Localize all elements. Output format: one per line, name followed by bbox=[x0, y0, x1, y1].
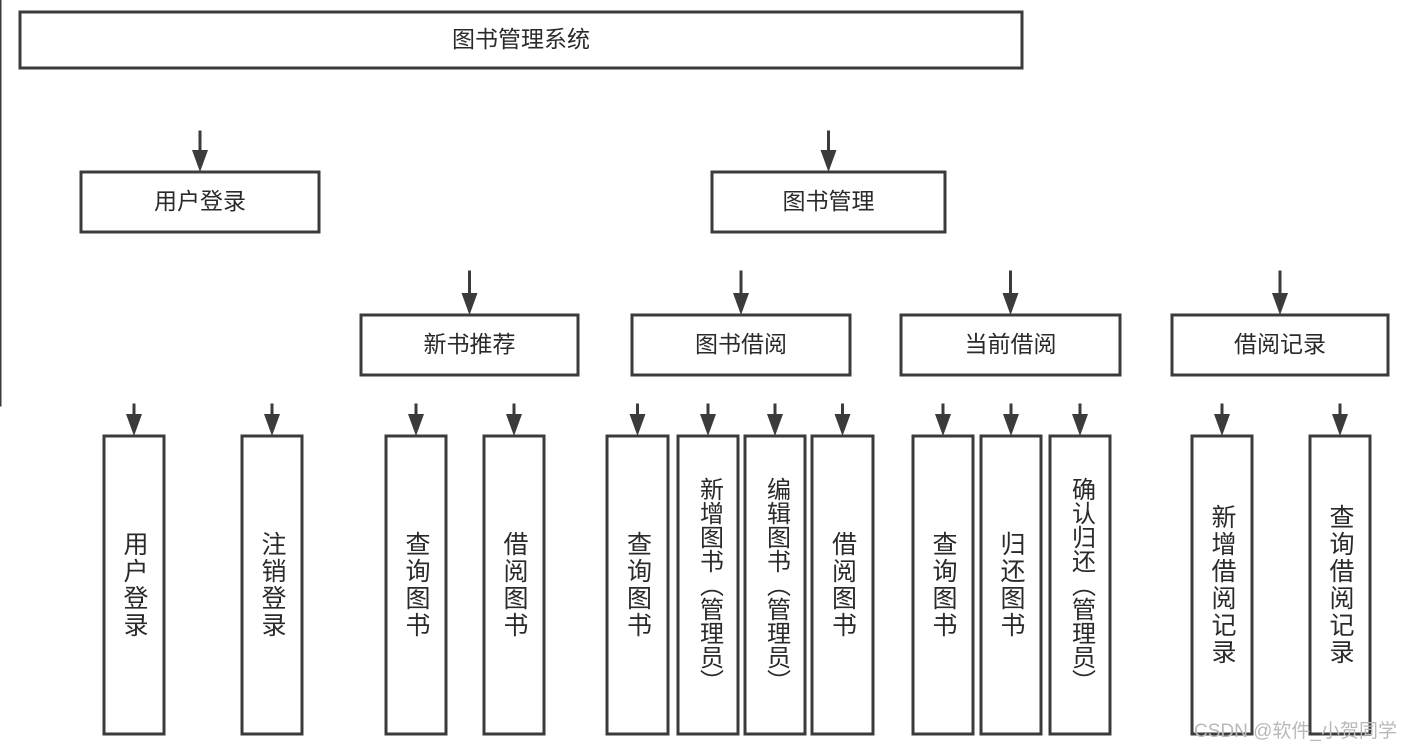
node-box[interactable] bbox=[605, 434, 670, 736]
node-box[interactable] bbox=[630, 313, 852, 377]
connector-arrow-icon bbox=[1002, 293, 1019, 315]
node-leaf-confirm-return[interactable] bbox=[1048, 434, 1112, 736]
node-book-borrow[interactable]: 图书借阅 bbox=[630, 313, 852, 377]
node-leaf-query-book-current[interactable] bbox=[911, 434, 975, 736]
node-leaf-query-book-recommend[interactable] bbox=[384, 434, 448, 736]
node-label: 图书管理 bbox=[783, 188, 875, 214]
node-leaf-return-book[interactable] bbox=[979, 434, 1043, 736]
node-root[interactable]: 图书管理系统 bbox=[18, 10, 1024, 70]
connector-arrow-icon bbox=[629, 414, 646, 436]
node-leaf-query-book-borrow[interactable] bbox=[605, 434, 670, 736]
connector-arrow-icon bbox=[767, 414, 783, 436]
node-box[interactable] bbox=[710, 170, 947, 234]
connector-arrow-icon bbox=[408, 414, 424, 436]
node-box[interactable] bbox=[1308, 434, 1372, 736]
connector-arrow-icon bbox=[834, 414, 851, 436]
node-box[interactable] bbox=[359, 313, 580, 377]
node-label: 用户登录 bbox=[154, 188, 246, 214]
node-label: 借阅记录 bbox=[1234, 331, 1326, 357]
node-box[interactable] bbox=[911, 434, 975, 736]
node-box[interactable] bbox=[79, 170, 321, 234]
node-label: 新书推荐 bbox=[424, 331, 516, 357]
node-new-book-recommend[interactable]: 新书推荐 bbox=[359, 313, 580, 377]
node-box[interactable] bbox=[384, 434, 448, 736]
node-box[interactable] bbox=[899, 313, 1122, 377]
node-box[interactable] bbox=[743, 434, 807, 736]
node-label: 图书借阅 bbox=[695, 331, 787, 357]
connector-arrow-icon bbox=[264, 414, 280, 436]
node-leaf-borrow-book[interactable] bbox=[810, 434, 875, 736]
connector-arrow-icon bbox=[1214, 414, 1230, 436]
node-leaf-borrow-book-recommend[interactable] bbox=[482, 434, 546, 736]
node-leaf-user-login[interactable] bbox=[102, 434, 166, 736]
node-box[interactable] bbox=[979, 434, 1043, 736]
connector-arrow-icon bbox=[126, 414, 142, 436]
node-box[interactable] bbox=[676, 434, 740, 736]
connector-arrow-icon bbox=[733, 293, 749, 315]
node-box[interactable] bbox=[18, 10, 1024, 70]
connector-arrow-icon bbox=[1332, 414, 1348, 436]
node-book-manage[interactable]: 图书管理 bbox=[710, 170, 947, 234]
node-current-borrow[interactable]: 当前借阅 bbox=[899, 313, 1122, 377]
node-leaf-add-book[interactable] bbox=[676, 434, 740, 736]
node-box[interactable] bbox=[102, 434, 166, 736]
connector-arrow-icon bbox=[700, 414, 716, 436]
connector-arrow-icon bbox=[1072, 414, 1088, 436]
connector-arrow-icon bbox=[1272, 293, 1288, 315]
connector-arrow-icon bbox=[192, 150, 208, 172]
node-box[interactable] bbox=[240, 434, 304, 736]
node-box[interactable] bbox=[482, 434, 546, 736]
node-box[interactable] bbox=[810, 434, 875, 736]
node-box[interactable] bbox=[1048, 434, 1112, 736]
node-box[interactable] bbox=[1170, 313, 1390, 377]
node-box[interactable] bbox=[1190, 434, 1254, 736]
node-leaf-logout[interactable] bbox=[240, 434, 304, 736]
connector-arrow-icon bbox=[506, 414, 522, 436]
watermark-label: CSDN @软件_小贺同学 bbox=[1194, 721, 1397, 742]
node-leaf-edit-book[interactable] bbox=[743, 434, 807, 736]
connector-arrow-icon bbox=[935, 414, 951, 436]
node-leaf-query-borrow-record[interactable] bbox=[1308, 434, 1372, 736]
node-borrow-record[interactable]: 借阅记录 bbox=[1170, 313, 1390, 377]
node-leaf-add-borrow-record[interactable] bbox=[1190, 434, 1254, 736]
node-label: 当前借阅 bbox=[965, 331, 1057, 357]
node-user-login[interactable]: 用户登录 bbox=[79, 170, 321, 234]
connector-arrow-icon bbox=[1003, 414, 1019, 436]
connector-arrow-icon bbox=[461, 293, 478, 315]
node-label: 图书管理系统 bbox=[452, 26, 590, 52]
connector-arrow-icon bbox=[820, 150, 837, 172]
